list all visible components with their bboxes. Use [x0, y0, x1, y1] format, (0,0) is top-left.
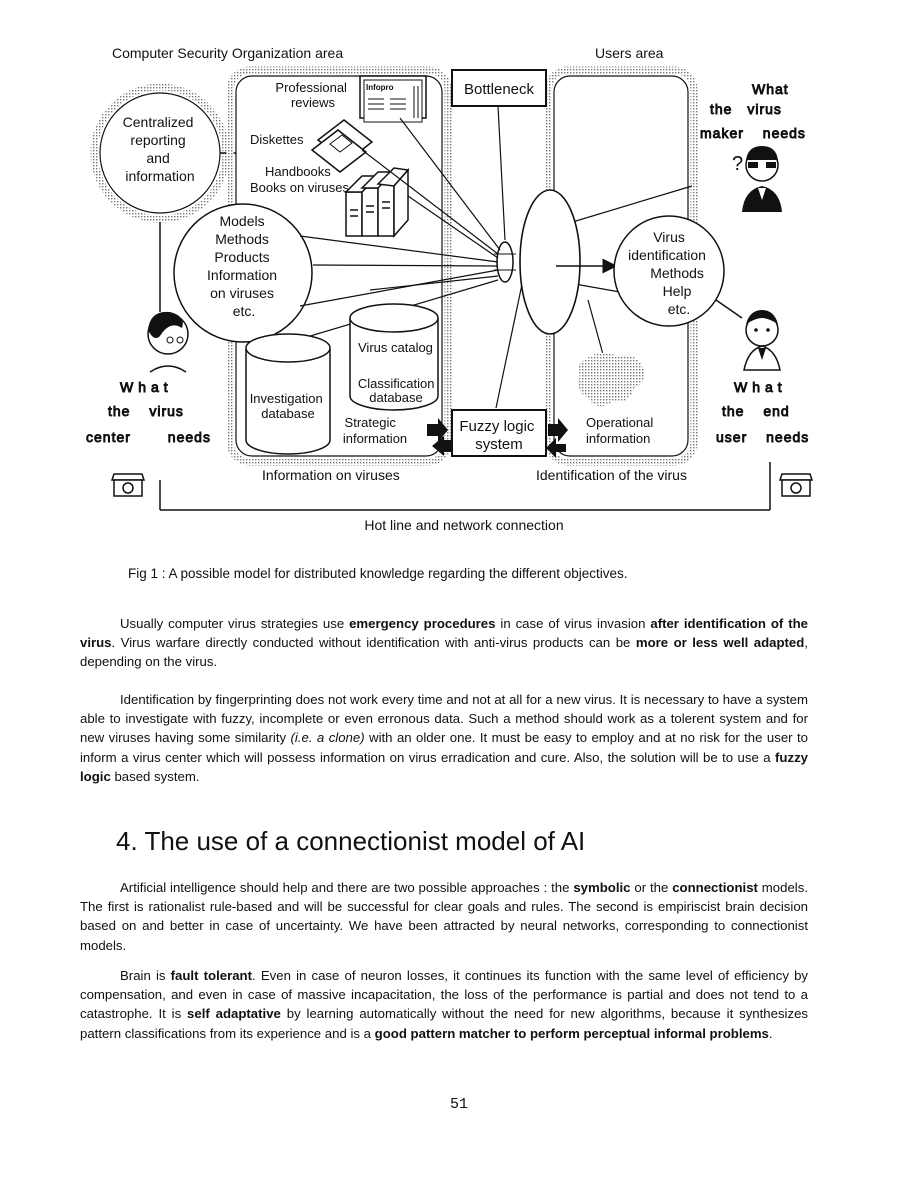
virus-id-label: Help [663, 283, 692, 299]
svg-text:Professional reviews: Professional reviews [275, 80, 350, 110]
investigation-label: database [261, 406, 315, 421]
maker-person-icon [742, 146, 782, 212]
handbooks-label: Books on viruses [250, 180, 349, 195]
svg-text:Operational information: Operational information [586, 415, 657, 446]
svg-text:Fuzzy logic system: Fuzzy logic system [459, 418, 538, 453]
models-label: Methods [215, 231, 269, 247]
virus-id-label: identification [628, 247, 706, 263]
maker-needs-label: the virus [710, 101, 782, 117]
books-icon [344, 167, 410, 238]
centralized-label: Centralized [123, 114, 194, 130]
virus-id-label: Virus [653, 229, 685, 245]
question-mark: ? [732, 153, 743, 175]
strategic-label: information [343, 431, 407, 446]
professional-label: Professional [275, 80, 347, 95]
arrow-icon [546, 418, 568, 458]
bottleneck-box [451, 69, 547, 107]
classification-label: database [369, 390, 423, 405]
investigation-label: Investigation [250, 391, 323, 406]
strategic-label: Strategic [345, 415, 397, 430]
investigation-db: Investigation database [245, 333, 331, 455]
virus-catalog-label: Virus catalog [358, 340, 433, 355]
operational-label: Operational [586, 415, 653, 430]
fuzzy-box [451, 409, 547, 457]
centralized-label: reporting [130, 132, 185, 148]
models-label: etc. [233, 303, 256, 319]
virus-id-label: Methods [650, 265, 704, 281]
virus-id-label: etc. [668, 301, 691, 317]
svg-text:Strategic information: Strategic information [343, 415, 407, 446]
users-area-label: Users area [595, 45, 664, 61]
center-person-icon [147, 311, 189, 373]
arrow-icon [427, 418, 455, 456]
models-label: Products [214, 249, 269, 265]
models-label: Models [219, 213, 264, 229]
figure-caption: Fig 1 : A possible model for distributed… [128, 566, 628, 581]
identification-label: Identification of the virus [536, 467, 687, 483]
fuzzy-label: Fuzzy logic [459, 418, 535, 435]
user-knot [519, 189, 581, 335]
virus-id-circle [613, 215, 725, 327]
center-needs-label: What [120, 379, 173, 395]
centralized-label: information [125, 168, 194, 184]
virus-catalog-db: Virus catalog Classification database [349, 303, 439, 411]
svg-text:Virus identification M: Virus identification Methods Help etc. [628, 229, 710, 317]
magazine-icon: Infopro [359, 75, 427, 123]
section-heading: 4. The use of a connectionist model of A… [116, 826, 586, 856]
hotline-label: Hot line and network connection [364, 517, 563, 533]
paragraph: Artificial intelligence should help and … [80, 880, 808, 953]
operational-label: information [586, 431, 650, 446]
bottleneck-label: Bottleneck [464, 81, 535, 98]
center-needs-label: center needs [86, 429, 211, 445]
paragraph: Usually computer virus strategies use em… [80, 616, 808, 670]
diskette-icon [310, 119, 374, 173]
handbooks-label: Handbooks [265, 164, 331, 179]
diskettes-label: Diskettes [250, 132, 304, 147]
center-needs-label: the virus [108, 403, 184, 419]
classification-label: Classification [358, 376, 435, 391]
svg-text:Classification database: Classification database [358, 376, 438, 405]
page-number: 51 [449, 1096, 468, 1113]
models-label: on viruses [210, 285, 274, 301]
svg-text:Handbooks Books on viruses: Handbooks Books on viruses [250, 164, 349, 195]
centralized-label: and [146, 150, 169, 166]
models-label: Information [207, 267, 277, 283]
professional-label: reviews [291, 95, 336, 110]
svg-text:Models Methods Product: Models Methods Products Information on v… [207, 213, 281, 319]
user-person-icon [743, 310, 781, 371]
maker-needs-label: What [752, 81, 789, 97]
telephone-icon [778, 473, 814, 497]
user-needs-label: user needs [716, 429, 809, 445]
infopro-label: Infopro [366, 83, 394, 92]
maker-needs-label: maker needs [700, 125, 806, 141]
dotted-blob [577, 352, 645, 407]
org-area-label: Computer Security Organization area [112, 45, 343, 61]
info-on-viruses-label: Information on viruses [262, 467, 400, 483]
user-needs-label: the end [722, 403, 790, 419]
paragraph: Brain is fault tolerant. Even in case of… [80, 968, 809, 1041]
fuzzy-label: system [475, 436, 523, 453]
svg-text:Centralized reporting: Centralized reporting and information [123, 114, 198, 184]
user-needs-label: What [734, 379, 787, 395]
figure-model-diagram: Computer Security Organization area User… [86, 45, 814, 533]
paragraph: Identification by fingerprinting does no… [80, 692, 808, 784]
models-circle [173, 203, 313, 343]
bottleneck-knot [496, 241, 514, 283]
svg-text:Investigation database: Investigation database [250, 391, 327, 421]
telephone-icon [110, 473, 146, 497]
